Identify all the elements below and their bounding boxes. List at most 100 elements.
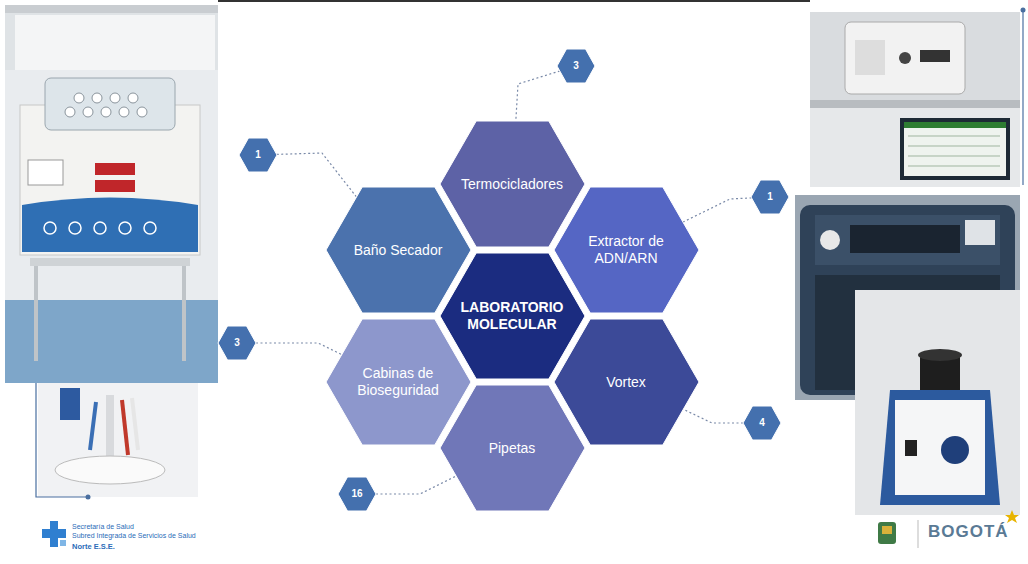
text-wrap: Extractor de ADN/ARN [567,233,685,267]
spreadsheet [904,122,1006,176]
vortex-switch [905,440,917,456]
leader-line [376,476,456,494]
hexagon-fill [326,187,471,313]
callout-hexagon: 3 [218,326,256,360]
logo-text: Norte E.S.E. [72,542,115,551]
rack-hole [74,93,84,103]
rack-hole [65,107,75,117]
callout-number: 16 [351,488,362,500]
equipment-name: Cabinas de Bioseguridad [339,365,457,399]
spreadsheet-rows [908,136,1000,166]
logo-star [1005,510,1019,523]
shelf [810,100,1020,108]
callout-number: 4 [759,417,765,429]
logo-text: Secretaría de Salud [72,523,134,530]
equipment-hexagon: Extractor de ADN/ARN [554,187,699,313]
leader-line [516,71,560,121]
equipment-name: LABORATORIO MOLECULAR [453,299,571,333]
rack-hole [110,93,120,103]
button [69,222,81,234]
vortex-body [880,390,1000,505]
rack-hole [101,107,111,117]
rack-hole [83,107,93,117]
vent [855,40,885,75]
callout-number: 3 [234,337,240,349]
callout-hexagon: 1 [751,180,789,214]
display [95,163,135,175]
logo-separator [918,520,919,548]
button [899,52,911,64]
text-wrap: 3 [234,337,240,349]
logo-shield-detail [882,526,892,534]
logo-shield [878,522,896,544]
leader-line [683,409,743,423]
cabinet-body [15,15,215,70]
buttons [44,222,156,234]
stand-top [30,258,190,266]
logo-text: BOGOTÁ [928,522,1009,542]
photo-ground [5,70,218,383]
health-logo [42,521,66,547]
vortex-knob [941,436,969,464]
hexagon-fill [743,406,781,440]
text-wrap: Baño Secador [354,242,443,259]
leader-line [277,153,357,197]
callout-number: 3 [573,60,579,72]
bracket-dot [1021,8,1026,13]
photo-ground [855,290,1020,515]
leader-line [683,198,752,222]
leader-line [256,343,341,354]
callout-number: 1 [255,149,261,161]
callout-hexagon: 1 [239,138,277,172]
top-rule [218,0,810,2]
hexagon-fill [218,326,256,360]
extractor-panel [815,215,1000,265]
equipment-hexagon: Vortex [554,319,699,445]
vortex-photo [855,290,1020,515]
equipment-name: Pipetas [489,440,536,457]
text-wrap: 4 [759,417,765,429]
callout-number: 1 [767,191,773,203]
button [94,222,106,234]
rack-hole [92,93,102,103]
pipette-box [60,388,80,420]
stand-leg [34,266,38,361]
pipette [122,400,128,455]
hexagon-fill [751,180,789,214]
pipette [132,398,138,450]
bath-lid [45,78,175,130]
rack-hole [128,93,138,103]
hexagon-fill [554,187,699,313]
button [144,222,156,234]
photo-ground [810,12,1020,187]
text-wrap: Termocicladores [461,176,563,193]
sample-rack [65,93,147,117]
logo-square [60,540,66,546]
thermocycler [845,22,965,94]
equipment-name: Termocicladores [461,176,563,193]
extractor-knob [820,230,840,250]
vortex-cup-top [918,349,962,361]
sticker [965,220,995,245]
hexagon-fill [557,49,595,83]
hexagon-fill [554,319,699,445]
photo-strip [5,5,218,13]
thermocycler-photo [810,12,1020,187]
equipment-name: Vortex [606,374,646,391]
display [920,50,950,62]
hexagon-fill [440,121,585,247]
pipette-photo [38,383,198,497]
stand-leg [182,266,186,361]
bracket-line [1022,10,1023,185]
display [95,180,135,192]
bracket-line [36,383,88,497]
wall [810,108,1020,187]
equipment-hexagon: Cabinas de Bioseguridad [326,319,471,445]
logo-cross [42,529,66,538]
text-wrap: LABORATORIO MOLECULAR [453,299,571,333]
hexagon-fill [326,319,471,445]
equipment-name: Baño Secador [354,242,443,259]
text-wrap: Vortex [606,374,646,391]
spreadsheet-bar [904,122,1006,128]
